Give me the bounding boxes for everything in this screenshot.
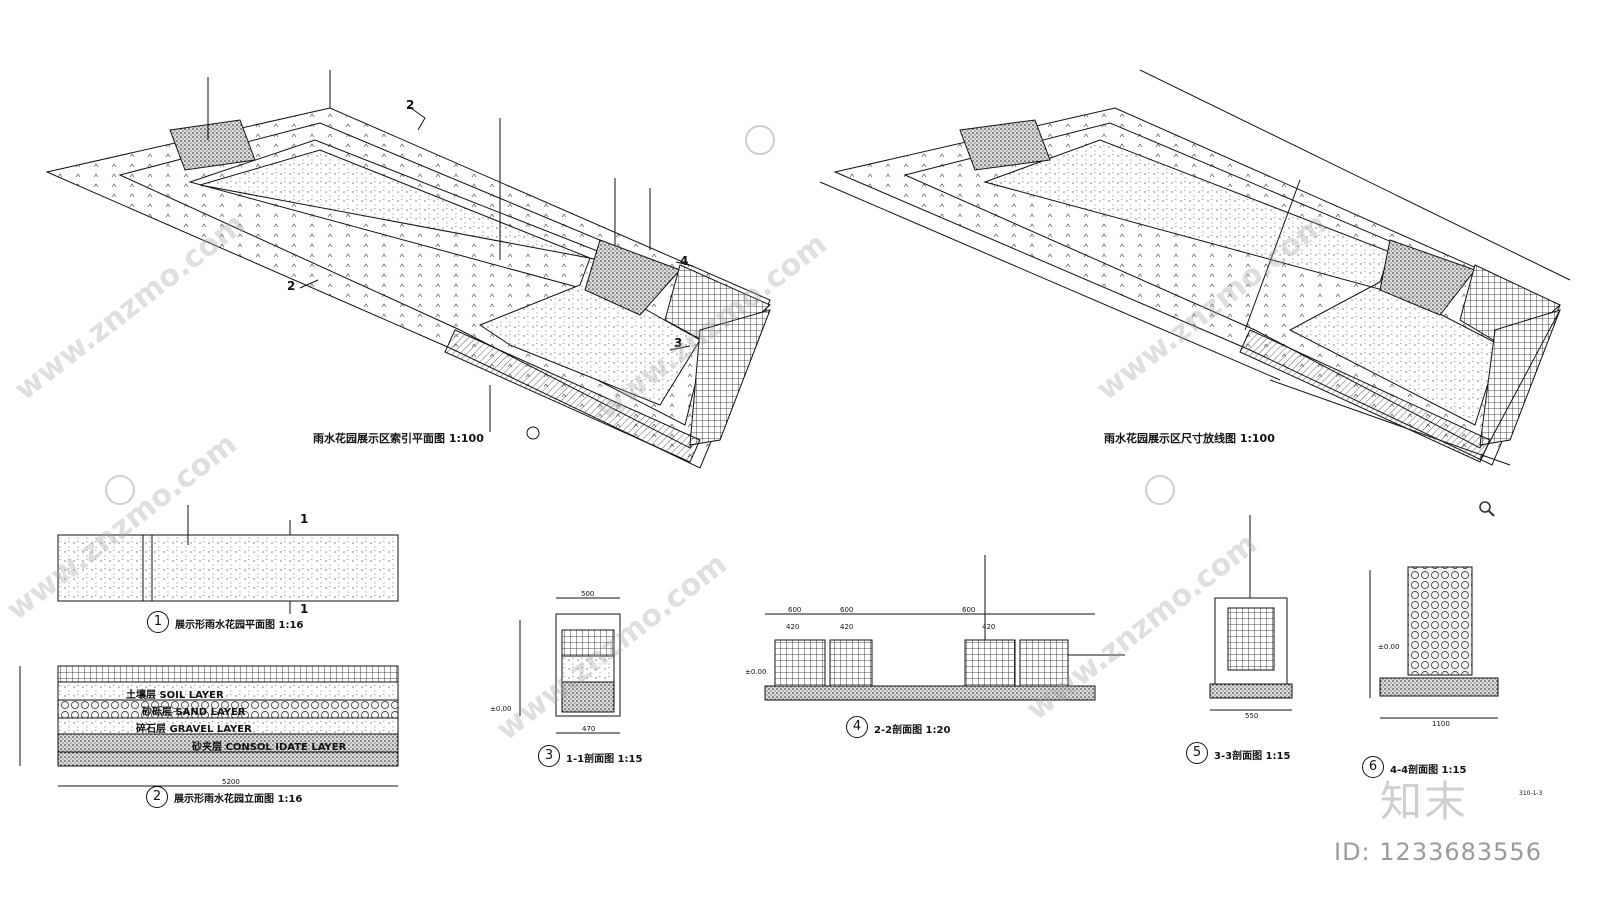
detail-6-number: 6 — [1362, 756, 1384, 778]
elevation-b: ±0.00 — [745, 668, 767, 676]
dim-420-a: 420 — [786, 623, 800, 631]
dim-600-a: 600 — [788, 606, 802, 614]
dim-5200: 5200 — [222, 778, 240, 786]
detail-section-3-3 — [1209, 515, 1293, 711]
detail-elevation — [19, 665, 399, 787]
plan-dimension-title: 雨水花园展示区尺寸放线图 1:100 — [1104, 432, 1275, 445]
dim-550: 550 — [1245, 712, 1259, 720]
section-mark-3: 3 — [674, 336, 683, 350]
layer-sand-label: 砂砾层 SAND LAYER — [142, 707, 246, 718]
detail-4-number: 4 — [846, 716, 868, 738]
detail-1-title: 展示形雨水花园平面图 1:16 — [175, 620, 304, 631]
sheet-code: 310-1-3 — [1519, 790, 1543, 797]
dim-600-c: 600 — [962, 606, 976, 614]
dim-420-c: 420 — [982, 623, 996, 631]
detail-1-number: 1 — [147, 611, 169, 633]
watermark-id: ID: 1233683556 — [1334, 838, 1542, 866]
section-mark-2-bottom: 2 — [287, 279, 296, 293]
watermark-brand: 知末 — [1380, 777, 1469, 826]
section-mark-2-top: 2 — [406, 98, 415, 112]
dim-1100: 1100 — [1432, 720, 1450, 728]
detail-4-title: 2-2剖面图 1:20 — [874, 725, 951, 736]
dim-420-b: 420 — [840, 623, 854, 631]
layer-gravel-label: 碎石层 GRAVEL LAYER — [136, 724, 252, 735]
elevation-c: ±0.00 — [1378, 643, 1400, 651]
detail-5-title: 3-3剖面图 1:15 — [1214, 751, 1291, 762]
dim-470: 470 — [582, 725, 596, 733]
plan-index — [45, 70, 771, 469]
detail-2-title: 展示形雨水花园立面图 1:16 — [174, 794, 303, 805]
plan-dimension — [819, 69, 1571, 466]
detail-6-title: 4-4剖面图 1:15 — [1390, 765, 1467, 776]
detail-section-2-2 — [764, 555, 1125, 701]
dim-600-b: 600 — [840, 606, 854, 614]
watermark-rings — [105, 125, 1175, 505]
search-icon[interactable] — [1478, 500, 1496, 518]
section-mark-4: 4 — [680, 254, 689, 268]
section-mark-1-top: 1 — [300, 512, 309, 526]
elevation-a: ±0.00 — [490, 705, 512, 713]
detail-3-number: 3 — [538, 745, 560, 767]
detail-3-title: 1-1剖面图 1:15 — [566, 754, 643, 765]
plan-index-title: 雨水花园展示区索引平面图 1:100 — [313, 432, 484, 445]
detail-5-number: 5 — [1186, 742, 1208, 764]
detail-section-1-1 — [519, 597, 621, 734]
layer-soil-label: 土壤层 SOIL LAYER — [126, 690, 224, 701]
layer-consolidate-label: 砂夹层 CONSOL IDATE LAYER — [192, 742, 347, 753]
section-mark-1-bottom: 1 — [300, 602, 309, 616]
detail-plan-strip — [57, 505, 399, 614]
detail-2-number: 2 — [146, 786, 168, 808]
dim-500: 500 — [581, 590, 595, 598]
detail-section-4-4 — [1369, 566, 1499, 719]
